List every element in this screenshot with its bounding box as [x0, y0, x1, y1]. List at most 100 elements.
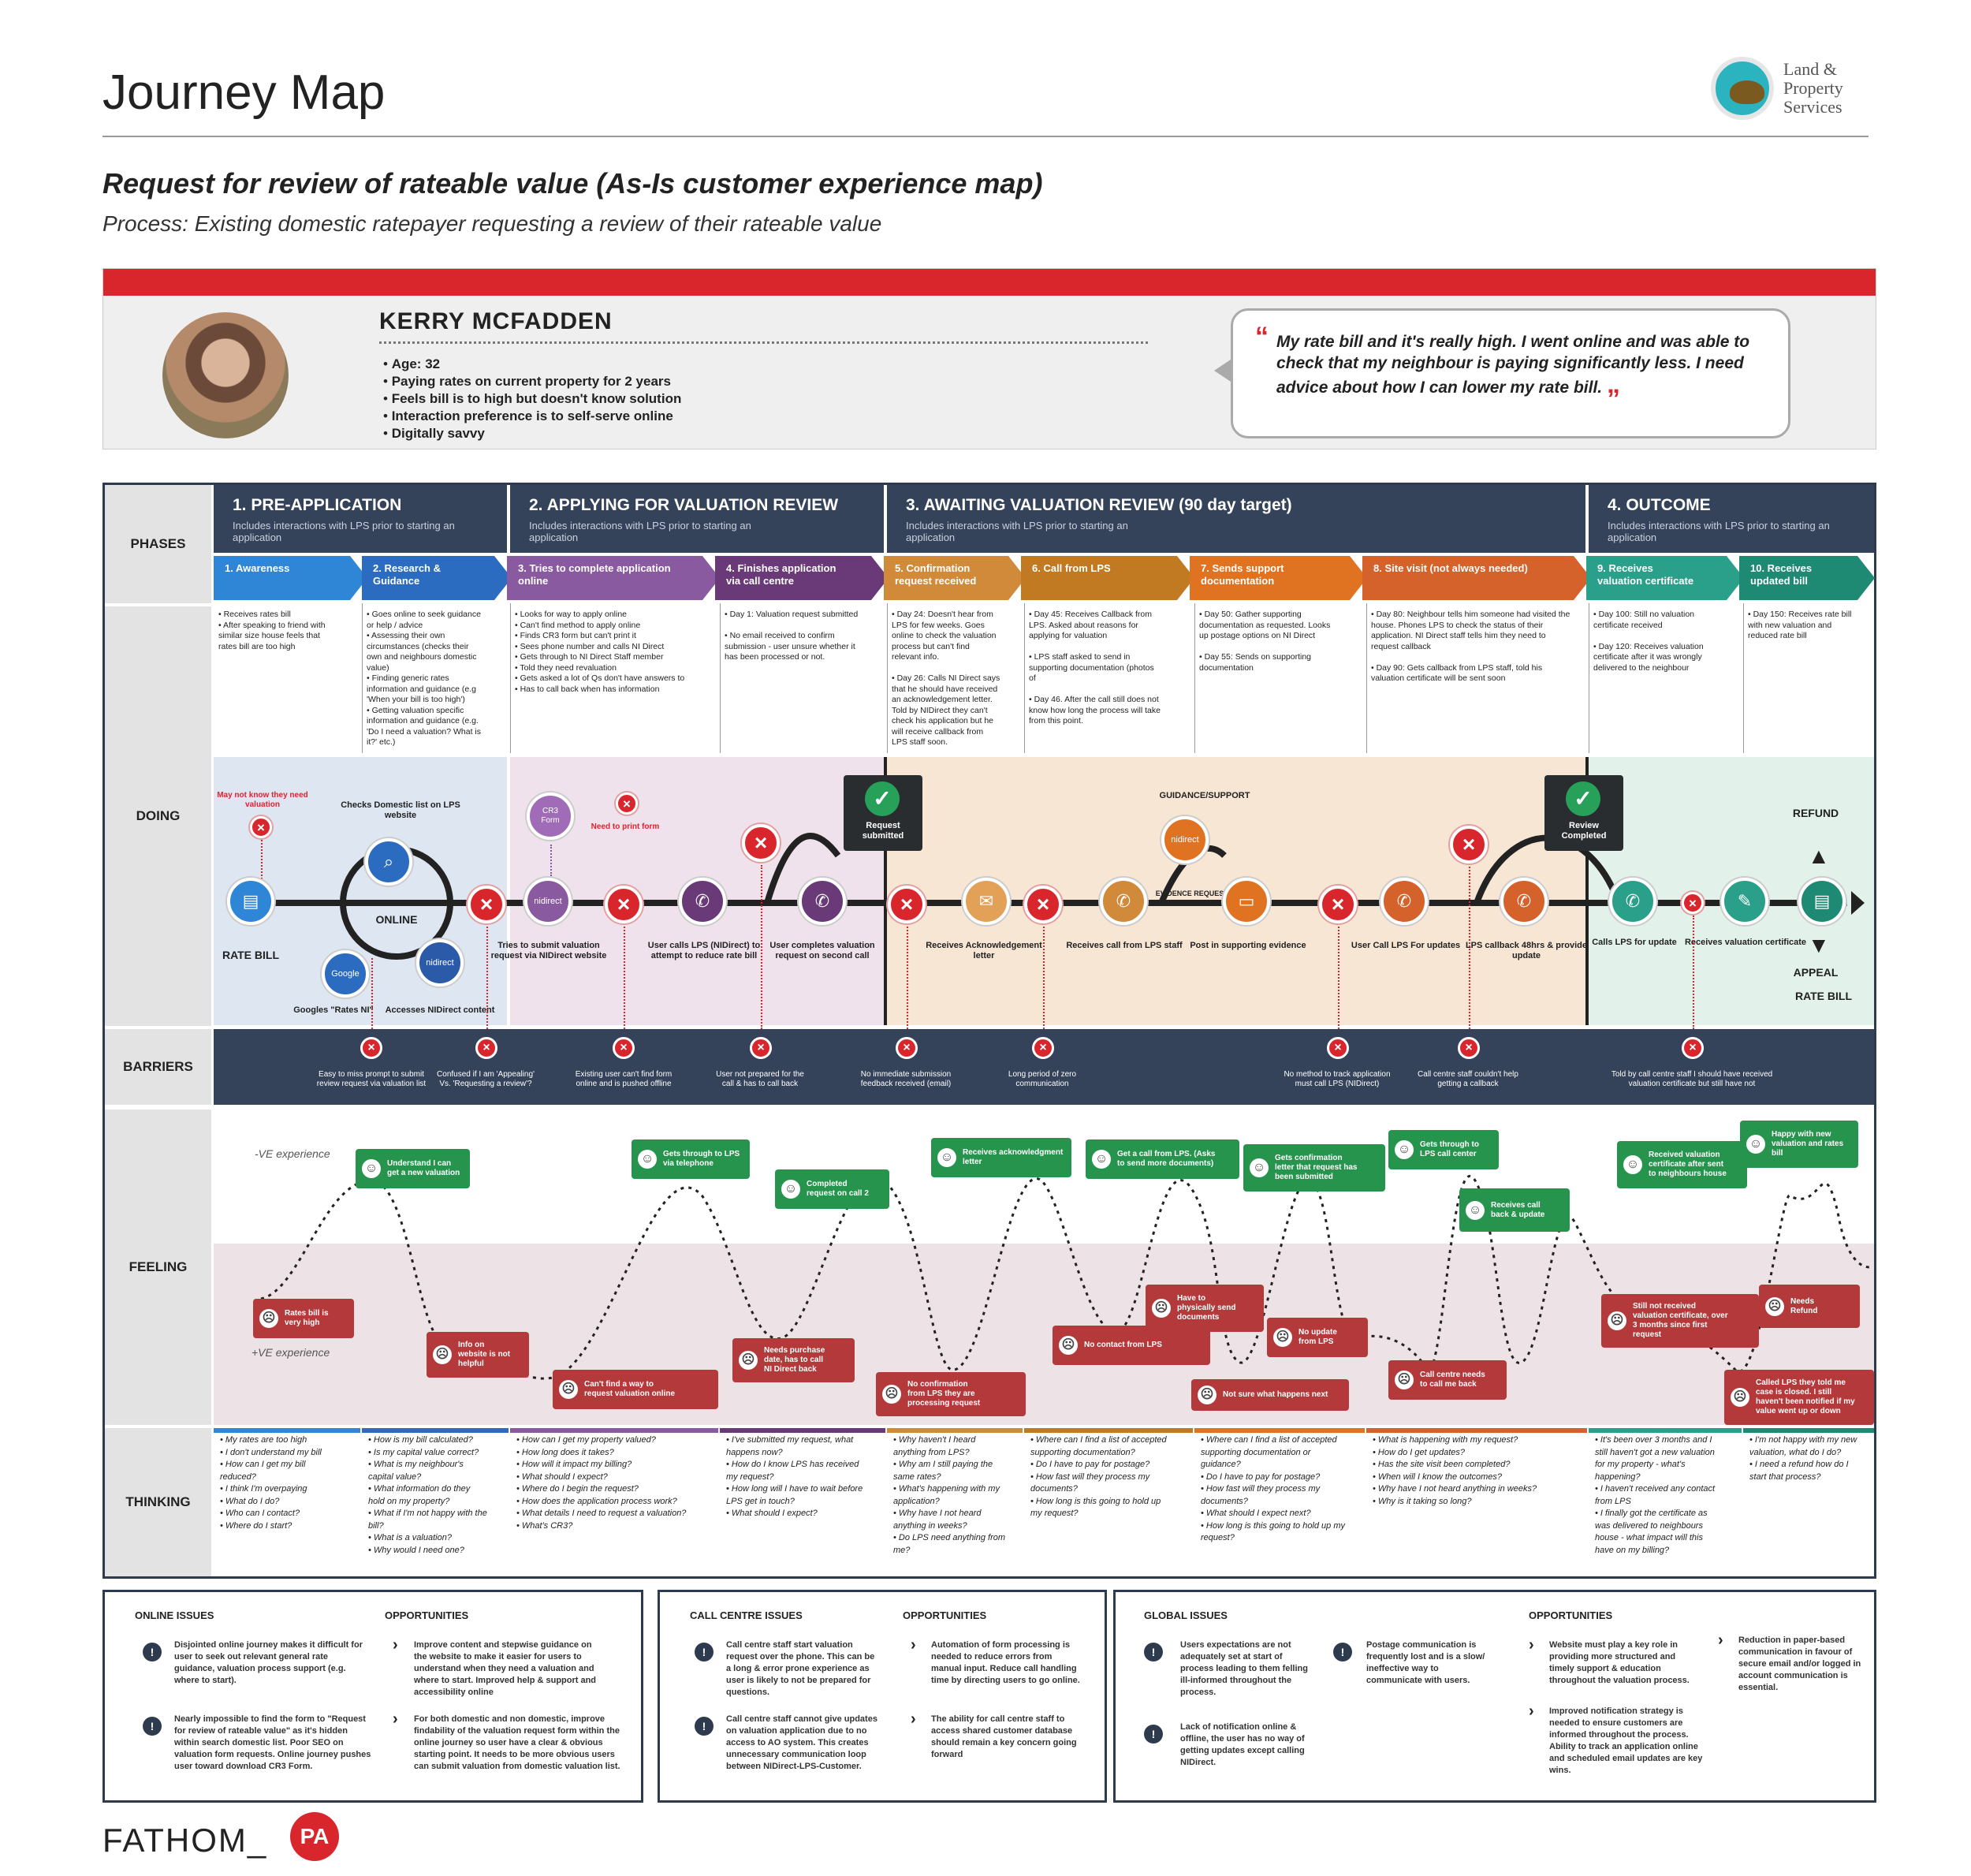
feeling-card-negative: ☹Have to physically send documents	[1146, 1285, 1264, 1332]
sad-face-icon: ☹	[1152, 1299, 1171, 1318]
persona-name: KERRY MCFADDEN	[379, 308, 613, 334]
thinking-color-bar	[1366, 1428, 1587, 1433]
label-online: ONLINE	[375, 913, 418, 926]
barrier-text: Confused if I am 'Appealing' Vs. 'Reques…	[437, 1070, 535, 1088]
feeling-text: Completed request on call 2	[807, 1180, 869, 1198]
feeling-card-negative: ☹Info on website is not helpful	[427, 1332, 529, 1378]
feeling-card-negative: ☹Rates bill is very high	[253, 1299, 354, 1338]
issue-alert-icon: !	[143, 1717, 162, 1736]
barrier-text: Easy to miss prompt to submit review req…	[316, 1070, 427, 1088]
feeling-text: Receives acknowledgment letter	[963, 1148, 1064, 1166]
opportunity-text: Improve content and stepwise guidance on…	[414, 1640, 597, 1697]
doing-research: • Goes online to seek guidance or help /…	[367, 610, 482, 747]
pain-point-icon: ×	[888, 886, 926, 923]
thinking-color-bar	[720, 1428, 885, 1433]
column-divider	[1743, 603, 1744, 753]
global-issues-title: GLOBAL ISSUES	[1144, 1609, 1228, 1621]
online-issues-title: ONLINE ISSUES	[135, 1609, 214, 1621]
persona-fact: Paying rates on current property for 2 y…	[383, 373, 681, 390]
map-subtitle: Request for review of rateable value (As…	[102, 167, 1043, 200]
call-opportunities-title: OPPORTUNITIES	[903, 1609, 987, 1621]
sad-face-icon: ☹	[739, 1351, 758, 1370]
barrier-icon: ×	[613, 1037, 635, 1059]
global-opportunities-title: OPPORTUNITIES	[1529, 1609, 1613, 1621]
phase-title: 1. PRE-APPLICATION	[233, 496, 402, 514]
refund-arrow-icon: ▲	[1808, 844, 1830, 868]
label-post-support: Post in supporting evidence	[1190, 941, 1306, 950]
flow-connector	[550, 845, 552, 876]
feeling-card-negative: ☹Can't find a way to request valuation o…	[553, 1370, 718, 1409]
phone-incoming-icon: ✆	[1100, 878, 1147, 925]
label-calls-lps: Calls LPS for update	[1592, 938, 1677, 947]
request-submitted-badge: Request submitted	[844, 775, 922, 851]
label-rate-bill-2: RATE BILL	[1794, 990, 1853, 1002]
sad-face-icon: ☹	[1608, 1311, 1626, 1330]
doing-receives-cert: • Day 100: Still no valuation certificat…	[1593, 610, 1704, 673]
column-divider	[887, 603, 888, 753]
thinking-receives-cert: • It's been over 3 months and I still ha…	[1595, 1435, 1716, 1555]
persona-fact: Feels bill is to high but doesn't know s…	[383, 390, 682, 408]
thinking-updated-bill: • I'm not happy with my new valuation, w…	[1749, 1435, 1857, 1482]
barrier-text: No immediate submission feedback receive…	[860, 1070, 952, 1088]
pain-point-icon: ×	[1024, 886, 1062, 923]
row-label-phases: PHASES	[105, 485, 211, 603]
label-refund: REFUND	[1792, 807, 1839, 819]
step-tries-online: 3. Tries to complete application online	[507, 556, 720, 600]
opportunity-text: Reduction in paper-based communication i…	[1738, 1635, 1861, 1692]
issue-alert-icon: !	[1144, 1725, 1163, 1744]
column-divider	[1024, 603, 1025, 753]
phase-desc: Includes interactions with LPS prior to …	[906, 520, 1128, 543]
pa-logo: PA	[290, 1812, 339, 1861]
phone-icon: ✆	[679, 878, 726, 925]
barrier-connector	[1338, 927, 1339, 1029]
barrier-icon: ×	[896, 1037, 918, 1059]
row-label-barriers: BARRIERS	[105, 1029, 211, 1105]
feeling-card-positive: ☺Gets through to LPS call center	[1388, 1130, 1499, 1169]
barrier-text: User not prepared for the call & has to …	[716, 1070, 804, 1088]
pain-connector	[261, 840, 263, 879]
barrier-connector	[486, 927, 488, 1029]
happy-face-icon: ☺	[1746, 1135, 1765, 1154]
row-label-doing: DOING	[105, 606, 211, 1026]
feeling-card-negative: ☹Not sure what happens next	[1191, 1379, 1349, 1411]
quote-close-mark: „	[1606, 369, 1620, 399]
label-receives-cert: Receives valuation certificate	[1684, 938, 1807, 947]
cr3-form-icon: CR3 Form	[527, 793, 574, 840]
happy-face-icon: ☺	[1466, 1200, 1485, 1220]
feeling-card-negative: ☹No contact from LPS	[1053, 1326, 1210, 1365]
pain-point-icon: ×	[250, 816, 272, 838]
feeling-card-negative: ☹Called LPS they told me case is closed.…	[1724, 1370, 1874, 1425]
sad-face-icon: ☹	[1731, 1388, 1749, 1407]
chevron-right-icon: ›	[1718, 1632, 1723, 1649]
label-user-call-lps: User Call LPS For updates	[1351, 941, 1461, 950]
sad-face-icon: ☹	[1198, 1386, 1217, 1404]
column-divider	[1194, 603, 1195, 753]
label-rate-bill: RATE BILL	[222, 949, 280, 961]
thinking-sends-docs: • Where can I find a list of accepted su…	[1201, 1435, 1346, 1542]
label-lps-callback: LPS callback 48hrs & provide update	[1465, 941, 1588, 960]
appeal-arrow-icon: ▼	[1808, 933, 1830, 957]
page-title: Journey Map	[102, 65, 386, 120]
step-site-visit: 8. Site visit (not always needed)	[1362, 556, 1591, 600]
step-updated-bill: 10. Receives updated bill	[1739, 556, 1875, 600]
pain-point-icon: ×	[1682, 892, 1704, 914]
barrier-connector	[1469, 867, 1470, 1029]
happy-face-icon: ☺	[1623, 1155, 1642, 1174]
thinking-research: • How is my bill calculated? • Is my cap…	[368, 1435, 487, 1555]
feeling-card-negative: ☹No update from LPS	[1267, 1318, 1368, 1357]
call-centre-issues-panel: CALL CENTRE ISSUES OPPORTUNITIES ! Call …	[658, 1590, 1107, 1803]
thinking-call-from-lps: • Where can I find a list of accepted su…	[1030, 1435, 1167, 1518]
label-appeal: APPEAL	[1793, 966, 1839, 979]
issue-text: Users expectations are not adequately se…	[1180, 1640, 1308, 1697]
post-icon: ▭	[1223, 878, 1270, 925]
doing-updated-bill: • Day 150: Receives rate bill with new v…	[1748, 610, 1852, 640]
thinking-confirmation: • Why haven't I heard anything from LPS?…	[893, 1435, 1006, 1555]
feeling-card-positive: ☺Receives acknowledgment letter	[931, 1138, 1071, 1177]
persona-fact: Interaction preference is to self-serve …	[383, 408, 681, 425]
feeling-text: Gets through to LPS via telephone	[663, 1150, 740, 1168]
quote-text: My rate bill and it's really high. I wen…	[1276, 333, 1750, 397]
barrier-icon: ×	[1032, 1037, 1054, 1059]
quote-open-mark: “	[1255, 322, 1269, 352]
label-may-not-know: May not know they need valuation	[217, 791, 308, 809]
